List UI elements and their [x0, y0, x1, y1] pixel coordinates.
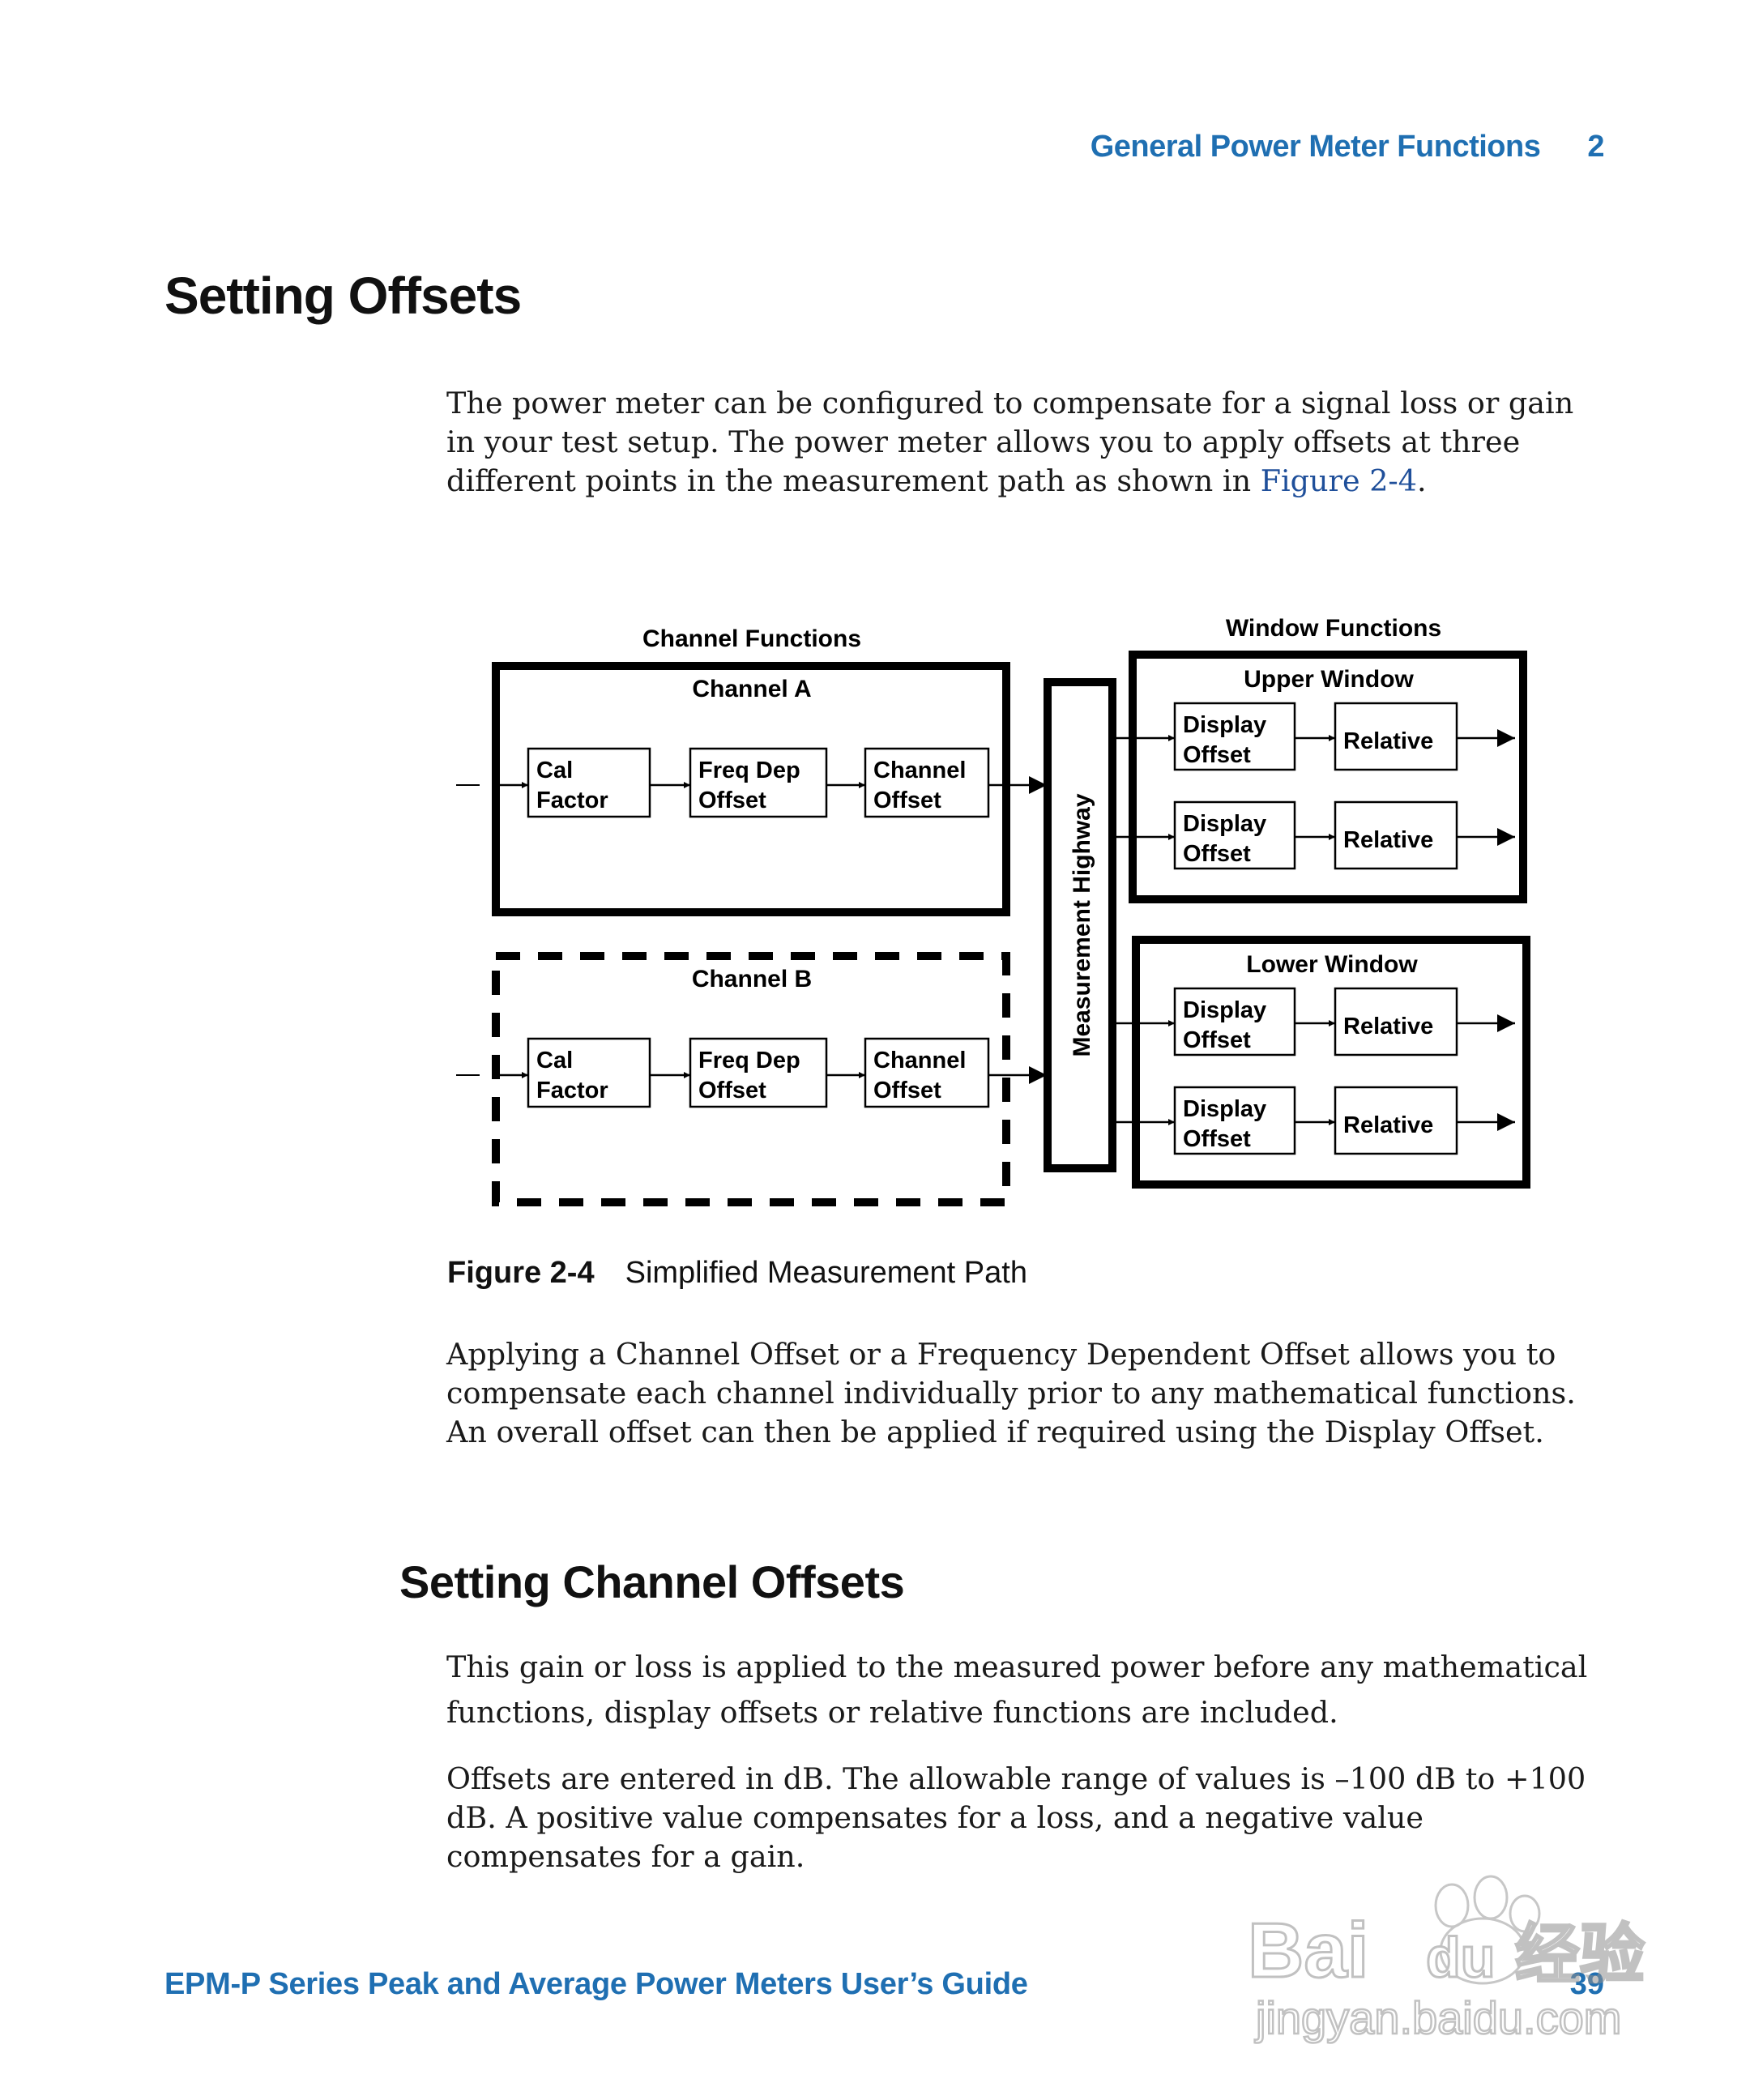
channel-b-block-3	[864, 1037, 990, 1108]
channel-a-block-2-label-1: Freq Dep	[698, 758, 800, 783]
channel-a-block-3	[864, 747, 990, 818]
figure-link[interactable]: Figure 2-4	[1260, 463, 1417, 498]
channel-b-block-3-label-2: Offset	[873, 1078, 941, 1103]
channel-a-block-2	[689, 747, 828, 818]
channel-a-block-3-label-2: Offset	[873, 788, 941, 813]
intro-paragraph: The power meter can be configured to com…	[446, 384, 1605, 501]
channel-b-block-1-label-2: Factor	[536, 1078, 608, 1103]
lower-relative-2	[1334, 1086, 1458, 1155]
channel-b-block-2	[689, 1037, 828, 1108]
svg-text:du: du	[1426, 1926, 1496, 1989]
lower-relative-1-label-1: Relative	[1343, 1014, 1433, 1039]
figure-number: Figure 2-4	[447, 1256, 595, 1290]
upper-display-offset-2-label-2: Offset	[1183, 841, 1251, 867]
lower-display-offset-2-label-1: Display	[1183, 1096, 1266, 1122]
intro-text-end: .	[1417, 463, 1427, 498]
channel-b-block-3-label-1: Channel	[873, 1048, 966, 1073]
lower-window-frame	[1132, 936, 1530, 1189]
figure-caption: Figure 2-4 Simplified Measurement Path	[447, 1256, 1027, 1291]
measurement-path-diagram: Channel Functions Window FunctionsChannel…	[456, 615, 1530, 1206]
upper-display-offset-1	[1173, 702, 1296, 771]
subsection-title: Setting Channel Offsets	[399, 1556, 905, 1607]
upper-window-title: Upper Window	[1244, 666, 1414, 693]
offset-range-paragraph: Offsets are entered in dB. The allowable…	[446, 1761, 1586, 1874]
channel-a-block-1-label-2: Factor	[536, 788, 608, 813]
channel-a-frame	[492, 662, 1010, 916]
channel-b-block-1	[527, 1037, 651, 1108]
channel-b-block-1-label-1: Cal	[536, 1048, 573, 1073]
measurement-highway-label: Measurement Highway	[1069, 793, 1095, 1056]
channel-b-frame	[492, 952, 1010, 1206]
channel-a-block-1-label-1: Cal	[536, 758, 573, 783]
figure-caption-text: Simplified Measurement Path	[625, 1256, 1027, 1290]
measurement-highway	[1044, 678, 1116, 1172]
channel-b-block-2-label-1: Freq Dep	[698, 1048, 800, 1073]
svg-text:jingyan.baidu.com: jingyan.baidu.com	[1254, 1992, 1621, 2043]
lower-window-title: Lower Window	[1246, 951, 1418, 978]
footer-title: EPM-P Series Peak and Average Power Mete…	[164, 1967, 1028, 2001]
lower-display-offset-2	[1173, 1086, 1296, 1155]
channel-a-title: Channel A	[692, 676, 811, 702]
running-head-chapter: 2	[1587, 130, 1604, 164]
channel-a-block-1	[527, 747, 651, 818]
window-functions-label: Window Functions	[1226, 615, 1441, 642]
lower-display-offset-1-label-1: Display	[1183, 997, 1266, 1023]
channel-a-block-2-label-2: Offset	[698, 788, 766, 813]
lower-relative-2-label-1: Relative	[1343, 1112, 1433, 1138]
page-number: 39	[1569, 1967, 1604, 2001]
running-head-section: General Power Meter Functions	[1090, 130, 1541, 164]
upper-window-frame	[1129, 651, 1527, 903]
running-head: General Power Meter Functions 2	[1053, 130, 1605, 164]
svg-text:经验: 经验	[1515, 1917, 1645, 1992]
lower-display-offset-1	[1173, 987, 1296, 1056]
channel-b-title: Channel B	[692, 966, 812, 992]
channel-b-block-2-label-2: Offset	[698, 1078, 766, 1103]
intro-text: The power meter can be configured to com…	[446, 386, 1574, 498]
lower-display-offset-1-label-2: Offset	[1183, 1027, 1251, 1053]
upper-display-offset-1-label-1: Display	[1183, 712, 1266, 738]
upper-display-offset-2-label-1: Display	[1183, 811, 1266, 837]
svg-text:Bai: Bai	[1248, 1907, 1368, 1994]
channel-functions-label: Channel Functions	[642, 625, 861, 652]
upper-relative-2-label-1: Relative	[1343, 827, 1433, 853]
upper-display-offset-1-label-2: Offset	[1183, 742, 1251, 768]
channel-offset-paragraph: This gain or loss is applied to the meas…	[446, 1650, 1588, 1730]
lower-display-offset-2-label-2: Offset	[1183, 1126, 1251, 1152]
upper-relative-1	[1334, 702, 1458, 771]
baidu-watermark-logo: Bai du 经验 jingyan.baidu.com	[1247, 1875, 1646, 2044]
lower-relative-1	[1334, 987, 1458, 1056]
upper-display-offset-2	[1173, 800, 1296, 870]
upper-relative-1-label-1: Relative	[1343, 728, 1433, 754]
offset-explanation-paragraph: Applying a Channel Offset or a Frequency…	[446, 1337, 1576, 1449]
channel-a-block-3-label-1: Channel	[873, 758, 966, 783]
page-title: Setting Offsets	[164, 267, 522, 325]
upper-relative-2	[1334, 800, 1458, 870]
